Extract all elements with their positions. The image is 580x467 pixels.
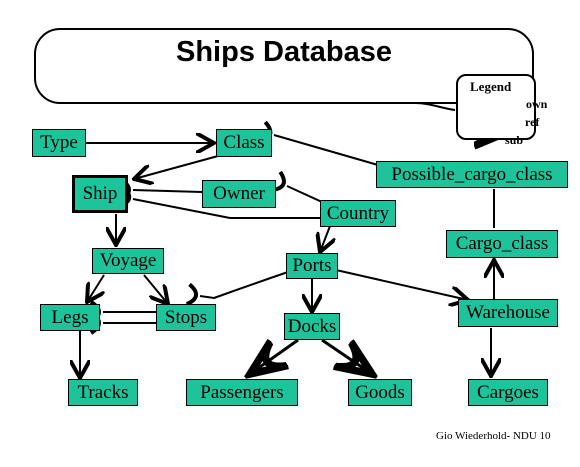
edge-country-ports — [320, 225, 330, 252]
edge-ports-stops — [185, 271, 289, 307]
bubble-tail — [414, 102, 456, 111]
edge-country-ship — [118, 185, 320, 219]
node-owner: Owner — [202, 180, 276, 208]
legend-own-label: own — [526, 97, 548, 111]
credit-text: Gio Wiederhold- NDU 10 — [436, 430, 551, 442]
node-type: Type — [32, 129, 86, 157]
node-tracks: Tracks — [68, 379, 138, 406]
diagram-title: Ships Database — [176, 36, 392, 68]
node-ship: Ship — [72, 175, 128, 213]
legend-sub-label: sub — [505, 133, 524, 147]
node-possible-cargo-class: Possible_cargo_class — [376, 161, 568, 188]
edge-ports-warehouse — [335, 269, 468, 300]
node-legs: Legs — [40, 304, 100, 331]
edge-docks-passengers — [250, 338, 299, 374]
node-cargoes: Cargoes — [468, 379, 548, 406]
node-docks: Docks — [284, 313, 340, 340]
edge-country-owner — [271, 170, 323, 203]
edge-voyage-stops — [143, 274, 168, 304]
edge-docks-goods — [321, 338, 372, 374]
node-warehouse: Warehouse — [458, 299, 558, 327]
edge-voyage-legs — [87, 274, 104, 302]
node-class: Class — [216, 129, 272, 157]
edge-owner-ship — [119, 177, 203, 202]
title-bubble — [34, 28, 534, 104]
legend-box — [456, 74, 536, 140]
node-ports: Ports — [286, 253, 338, 279]
node-country: Country — [320, 200, 396, 227]
legend-title: Legend — [470, 79, 512, 94]
node-passengers: Passengers — [186, 379, 298, 406]
edge-possible-class — [259, 120, 379, 166]
node-cargo-class: Cargo_class — [446, 230, 558, 258]
node-voyage: Voyage — [92, 248, 164, 274]
edge-class-ship — [134, 155, 219, 179]
legend-ref-label: ref — [525, 115, 540, 129]
node-stops: Stops — [156, 304, 216, 331]
node-goods: Goods — [348, 379, 412, 406]
